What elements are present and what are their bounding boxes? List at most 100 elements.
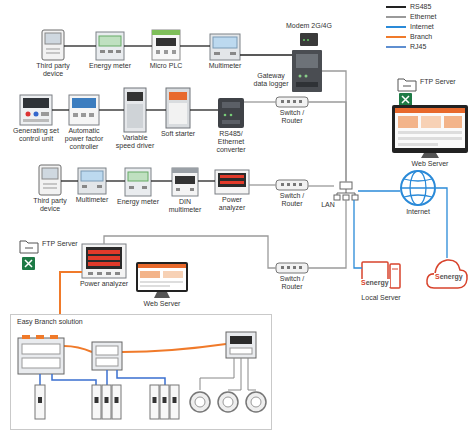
legend-text: RJ45 <box>410 43 426 51</box>
gateway-node: Gateway data logger <box>292 50 322 92</box>
rs485-wire <box>52 109 69 110</box>
device-label: Generating set control unit <box>10 127 62 143</box>
device-node: Automatic power factor controller <box>69 95 99 125</box>
ethernet-wire <box>308 200 346 268</box>
switch-router-icon <box>276 180 308 190</box>
legend-line <box>386 46 406 48</box>
device-label: Switch / Router <box>275 275 309 291</box>
internet-globe <box>401 171 435 205</box>
device-label: Third party device <box>28 197 72 213</box>
device-label: RS485/ Ethernet converter <box>206 130 256 153</box>
converter-node: RS485/ Ethernet converter <box>218 98 244 128</box>
device-label: Modem 2G/4G <box>284 22 334 30</box>
device-label: Web Server <box>137 300 187 308</box>
ethernet-wire <box>244 101 276 102</box>
device-node: DIN multimeter <box>172 168 198 196</box>
device-label: Switch / Router <box>275 192 309 208</box>
cloud-node: Senergy <box>426 258 468 288</box>
device-label: Energy meter <box>86 62 134 70</box>
branch-wire <box>60 272 82 314</box>
device-label: Gateway data logger <box>252 72 290 88</box>
device-label: Easy Branch solution <box>17 318 107 326</box>
legend-line <box>386 6 406 8</box>
energy-meter-icon <box>96 32 124 60</box>
rs485-wire <box>106 180 125 181</box>
legend-text: Ethernet <box>410 13 436 21</box>
web-server-monitor <box>392 105 468 158</box>
rs485-wire <box>190 109 218 110</box>
switch-node: Switch / Router <box>276 263 308 273</box>
switch-node: Switch / Router <box>276 180 308 190</box>
internet-node: Internet <box>400 170 436 206</box>
device-node: Generating set control unit <box>20 95 52 125</box>
device-node: Soft starter <box>166 88 190 128</box>
power-analyzer-icon <box>215 170 249 194</box>
ftp-server-icon <box>398 79 416 106</box>
third-party-device-icon <box>42 30 64 60</box>
modem-node: Modem 2G/4G <box>300 33 318 46</box>
gateway-icon <box>292 50 322 92</box>
device-label: Web Server <box>405 160 455 168</box>
device-label: Internet <box>398 208 438 216</box>
device-label: Micro PLC <box>145 62 187 70</box>
third-party-device-icon <box>39 165 61 195</box>
device-label: Local Server <box>356 294 406 302</box>
power-analyzer-icon <box>82 244 126 278</box>
rs485-wire <box>198 180 215 181</box>
ethernet-wire <box>104 236 276 268</box>
internet-wire <box>436 188 447 258</box>
power-factor-controller-icon <box>69 95 99 125</box>
device-label: FTP Server <box>42 240 86 248</box>
rs485-wire <box>151 180 172 181</box>
multimeter-icon <box>210 34 240 60</box>
device-node: Multimeter <box>78 168 106 194</box>
device-label: Multimeter <box>72 196 112 204</box>
legend-text: Internet <box>410 23 434 31</box>
device-node: Energy meter <box>96 32 124 60</box>
rs485-wire <box>146 109 166 110</box>
device-label: Power analyzer <box>74 280 134 288</box>
internet-wire <box>358 190 400 191</box>
device-label: Variable speed driver <box>115 134 155 150</box>
ftp-server-node: FTP Server <box>20 238 38 251</box>
device-label: DIN multimeter <box>163 198 207 214</box>
ethernet-wire <box>249 184 276 185</box>
device-node: Micro PLC <box>152 30 180 60</box>
ftp-server-icon <box>20 241 38 270</box>
legend-line <box>386 16 406 18</box>
device-node: Third party device <box>42 30 64 60</box>
device-label: Soft starter <box>160 130 196 138</box>
legend-text: RS485 <box>410 3 431 11</box>
modem-icon <box>300 33 318 46</box>
rs485-wire <box>180 45 210 46</box>
rs485-wire <box>99 109 124 110</box>
logo-text: Senergy <box>360 279 390 287</box>
switch-router-icon <box>276 263 308 273</box>
converter-icon <box>218 98 244 128</box>
rs485-wire <box>64 45 96 46</box>
ethernet-wire <box>322 71 346 182</box>
device-label: Power analyzer <box>210 196 254 212</box>
micro-plc-icon <box>152 30 180 60</box>
variable-speed-driver-icon <box>124 88 146 132</box>
branch-region: Easy Branch solution <box>10 314 272 430</box>
device-node: Third party device <box>39 165 61 195</box>
device-node: Energy meter <box>125 168 151 196</box>
rs485-wire <box>124 45 152 46</box>
device-label: Automatic power factor controller <box>61 127 107 150</box>
switch-router-icon <box>276 97 308 107</box>
ethernet-wire <box>308 102 346 182</box>
switch-node: Switch / Router <box>276 97 308 107</box>
cloud-icon <box>427 260 467 288</box>
web-server-node: Web Server <box>136 262 188 298</box>
device-node: Power analyzer <box>215 170 249 194</box>
device-label: Switch / Router <box>275 109 309 125</box>
multimeter-icon <box>78 168 106 194</box>
legend-line <box>386 26 406 28</box>
local-server-node: SenergyLocal Server <box>362 262 400 292</box>
device-node: Variable speed driver <box>124 88 146 132</box>
lan-icon <box>334 182 358 200</box>
soft-starter-icon <box>166 88 190 128</box>
energy-meter-icon <box>125 168 151 196</box>
